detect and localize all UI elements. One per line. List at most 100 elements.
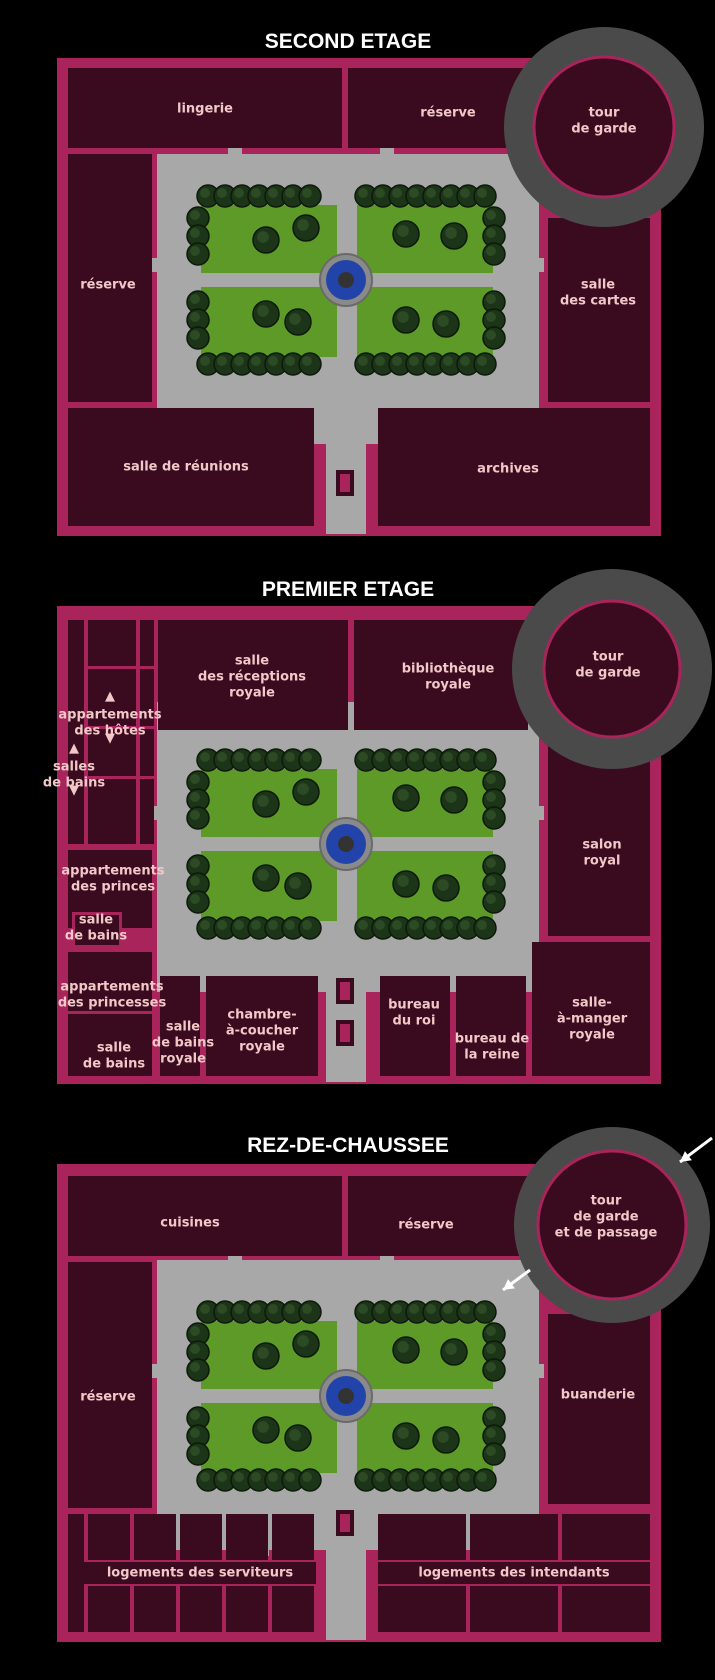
tree-highlight	[486, 246, 496, 256]
room-bureau-roi	[380, 976, 450, 1076]
tree-highlight	[426, 752, 436, 762]
corridor-left	[68, 620, 84, 844]
tree-highlight	[190, 1446, 200, 1456]
label-reserve-top: réserve	[398, 1218, 454, 1233]
arrow-courtyard-head	[503, 1279, 515, 1290]
tree-highlight	[190, 1362, 200, 1372]
tree-highlight	[200, 920, 210, 930]
tree-highlight	[392, 752, 402, 762]
lodging-cell	[180, 1514, 222, 1560]
tree-highlight	[190, 792, 200, 802]
tree-highlight	[190, 1344, 200, 1354]
tree-highlight	[251, 1472, 261, 1482]
stair-mark	[340, 474, 350, 492]
room-salle-manger	[532, 942, 650, 1076]
tree-highlight	[251, 920, 261, 930]
stair-arrow-icon: ▲	[105, 689, 115, 704]
tree-highlight	[486, 294, 496, 304]
tree-highlight	[234, 188, 244, 198]
tree-highlight	[460, 188, 470, 198]
stair-arrow-icon: ▲	[69, 741, 79, 756]
tree-highlight	[409, 356, 419, 366]
tree-highlight	[392, 920, 402, 930]
garden	[186, 184, 506, 376]
tree-highlight	[409, 188, 419, 198]
tree-highlight	[486, 774, 496, 784]
tree-highlight	[486, 1410, 496, 1420]
room-salle-cartes	[548, 218, 650, 402]
tree-highlight	[257, 869, 269, 881]
label-reserve-top: réserve	[420, 106, 476, 121]
tree-highlight	[190, 1428, 200, 1438]
door	[152, 258, 162, 272]
tree-highlight	[445, 1343, 457, 1355]
door	[228, 1254, 242, 1264]
tree-highlight	[426, 188, 436, 198]
stair-mark	[340, 1024, 350, 1042]
tree-highlight	[200, 1472, 210, 1482]
tree-highlight	[397, 789, 409, 801]
door	[228, 148, 242, 158]
tree-highlight	[285, 752, 295, 762]
room-logements-serviteurs	[68, 1514, 316, 1632]
tree-highlight	[445, 791, 457, 803]
tree-highlight	[426, 356, 436, 366]
door	[152, 1364, 162, 1378]
tree-highlight	[358, 188, 368, 198]
lodging-cell	[378, 1514, 466, 1560]
tree-highlight	[443, 1472, 453, 1482]
tree-highlight	[257, 1347, 269, 1359]
tree-highlight	[486, 1446, 496, 1456]
tree-highlight	[460, 920, 470, 930]
garden	[186, 1300, 506, 1492]
tree-highlight	[257, 305, 269, 317]
room-appart-hotes	[88, 620, 136, 844]
tree-highlight	[190, 330, 200, 340]
tree-highlight	[358, 1472, 368, 1482]
floor-title: PREMIER ETAGE	[262, 578, 434, 601]
tree-highlight	[190, 294, 200, 304]
tree-highlight	[397, 225, 409, 237]
lodging-cell	[134, 1514, 176, 1560]
tree-highlight	[409, 1304, 419, 1314]
lawn-2	[357, 205, 493, 273]
lawn-4	[357, 1403, 493, 1473]
tree-highlight	[397, 311, 409, 323]
tree-highlight	[217, 920, 227, 930]
tree-highlight	[302, 188, 312, 198]
garden	[186, 748, 506, 940]
tree-highlight	[486, 1326, 496, 1336]
room-cuisines	[68, 1176, 342, 1256]
partition-0	[84, 666, 154, 669]
tree-highlight	[302, 920, 312, 930]
lodging-corridor	[378, 1562, 650, 1584]
room-salle-reunions	[68, 408, 314, 526]
tree-highlight	[397, 1427, 409, 1439]
lodging-cell	[226, 1586, 268, 1632]
tree-highlight	[289, 1429, 301, 1441]
tree-highlight	[217, 356, 227, 366]
lawn-2	[357, 1321, 493, 1389]
tower-room	[542, 599, 682, 739]
stair-arrow-icon: ▼	[105, 731, 115, 746]
room-buanderie	[548, 1314, 650, 1504]
tree-highlight	[375, 356, 385, 366]
lodging-corridor	[68, 1514, 84, 1632]
door	[380, 1254, 394, 1264]
label-cuisines: cuisines	[160, 1216, 220, 1231]
room-reserve-left	[68, 1262, 152, 1508]
door	[380, 148, 394, 158]
label-buanderie: buanderie	[561, 1388, 636, 1403]
tree-highlight	[477, 1304, 487, 1314]
label-salle-reunions: salle de réunions	[123, 460, 249, 475]
tree-highlight	[486, 228, 496, 238]
